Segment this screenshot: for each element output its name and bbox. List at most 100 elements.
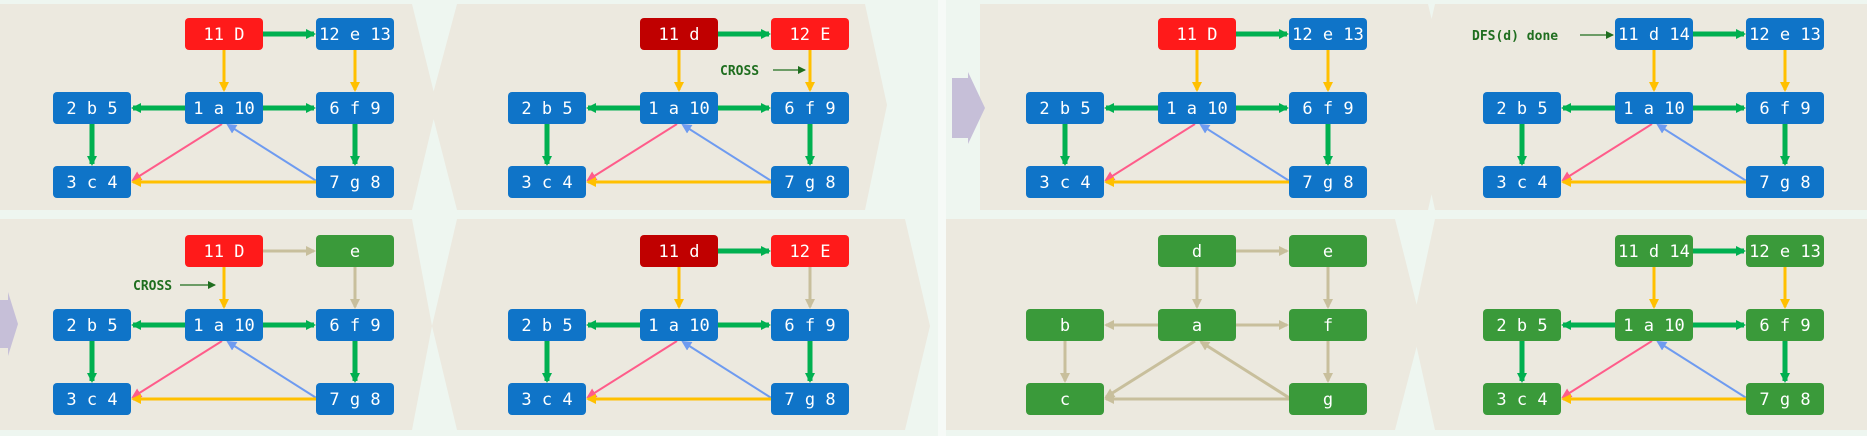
node-c-label: 3 c 4 bbox=[521, 173, 572, 193]
node-d-label: 11 d 14 bbox=[1618, 242, 1690, 262]
annotation-label: CROSS bbox=[133, 279, 172, 294]
node-a: 1 a 10 bbox=[640, 309, 718, 341]
node-f-box bbox=[316, 309, 394, 341]
node-g: 7 g 8 bbox=[316, 166, 394, 198]
node-e-box bbox=[771, 18, 849, 50]
node-c-label: 3 c 4 bbox=[1496, 173, 1547, 193]
node-f-box bbox=[316, 92, 394, 124]
node-c-label: 3 c 4 bbox=[66, 173, 117, 193]
node-d: 11 D bbox=[185, 235, 263, 267]
node-f-box bbox=[1746, 309, 1824, 341]
node-b-label: 2 b 5 bbox=[1496, 316, 1547, 336]
transition-arrow bbox=[952, 72, 985, 144]
node-a-box bbox=[1158, 309, 1236, 341]
node-c-label: c bbox=[1060, 390, 1070, 410]
node-b-box bbox=[508, 309, 586, 341]
node-f: 6 f 9 bbox=[771, 92, 849, 124]
node-f-label: 6 f 9 bbox=[1759, 316, 1810, 336]
node-e: 12 e 13 bbox=[316, 18, 394, 50]
node-g-label: 7 g 8 bbox=[1302, 173, 1353, 193]
node-b-box bbox=[53, 309, 131, 341]
node-b: 2 b 5 bbox=[508, 92, 586, 124]
node-b-label: 2 b 5 bbox=[66, 316, 117, 336]
panel-top-3: 11 D 12 e 13 2 b 5 1 a 10 6 f 9 3 c 4 7 g 8 bbox=[1026, 18, 1367, 198]
node-e: e bbox=[316, 235, 394, 267]
annotation-label: DFS(d) done bbox=[1472, 29, 1558, 44]
node-a: 1 a 10 bbox=[1615, 309, 1693, 341]
edge-g-a bbox=[1656, 340, 1749, 400]
annotation-label: CROSS bbox=[720, 64, 759, 79]
node-e-label: 12 e 13 bbox=[1292, 25, 1364, 45]
edge-a-c bbox=[586, 340, 678, 399]
node-d: 11 D bbox=[185, 18, 263, 50]
node-g-box bbox=[1289, 166, 1367, 198]
node-f: 6 f 9 bbox=[1289, 92, 1367, 124]
node-g: 7 g 8 bbox=[316, 383, 394, 415]
node-d-box bbox=[1158, 18, 1236, 50]
node-g-box bbox=[771, 166, 849, 198]
edge-a-c bbox=[1561, 123, 1653, 182]
node-b-label: 2 b 5 bbox=[521, 99, 572, 119]
edge-g-a bbox=[1199, 123, 1292, 183]
node-a-box bbox=[1615, 309, 1693, 341]
node-a: 1 a 10 bbox=[1158, 92, 1236, 124]
node-b: 2 b 5 bbox=[1483, 92, 1561, 124]
edge-g-a bbox=[226, 123, 319, 183]
node-e-box bbox=[316, 235, 394, 267]
node-f-label: 6 f 9 bbox=[329, 316, 380, 336]
node-f-label: 6 f 9 bbox=[1302, 99, 1353, 119]
node-b-label: 2 b 5 bbox=[521, 316, 572, 336]
node-a: a bbox=[1158, 309, 1236, 341]
edge-a-c bbox=[131, 340, 223, 399]
node-a-label: 1 a 10 bbox=[1166, 99, 1227, 119]
node-b-box bbox=[1026, 309, 1104, 341]
node-d: 11 D bbox=[1158, 18, 1236, 50]
node-c-label: 3 c 4 bbox=[521, 390, 572, 410]
node-f: 6 f 9 bbox=[771, 309, 849, 341]
node-c-box bbox=[1483, 166, 1561, 198]
node-a: 1 a 10 bbox=[185, 309, 263, 341]
node-d: 11 d bbox=[640, 18, 718, 50]
node-d-label: 11 D bbox=[1177, 25, 1218, 45]
node-a-label: 1 a 10 bbox=[1623, 316, 1684, 336]
node-a-box bbox=[640, 309, 718, 341]
node-g: 7 g 8 bbox=[771, 166, 849, 198]
node-c: 3 c 4 bbox=[1026, 166, 1104, 198]
node-e: 12 e 13 bbox=[1289, 18, 1367, 50]
node-c: 3 c 4 bbox=[1483, 166, 1561, 198]
edge-a-c bbox=[131, 123, 223, 182]
node-e-box bbox=[1289, 18, 1367, 50]
node-c: 3 c 4 bbox=[53, 166, 131, 198]
node-c-label: 3 c 4 bbox=[1496, 390, 1547, 410]
node-d: 11 d bbox=[640, 235, 718, 267]
node-f-label: f bbox=[1323, 316, 1333, 336]
node-b: 2 b 5 bbox=[53, 309, 131, 341]
node-f: 6 f 9 bbox=[1746, 92, 1824, 124]
node-g-label: 7 g 8 bbox=[1759, 173, 1810, 193]
node-c-label: 3 c 4 bbox=[66, 390, 117, 410]
node-d-label: 11 d bbox=[659, 25, 700, 45]
node-d: 11 d 14 bbox=[1615, 235, 1693, 267]
node-f-box bbox=[1289, 92, 1367, 124]
node-g-label: 7 g 8 bbox=[329, 390, 380, 410]
node-d-label: 11 D bbox=[204, 242, 245, 262]
node-a: 1 a 10 bbox=[1615, 92, 1693, 124]
transition-arrow bbox=[0, 292, 18, 356]
node-f-box bbox=[1289, 309, 1367, 341]
node-a: 1 a 10 bbox=[640, 92, 718, 124]
node-g-label: 7 g 8 bbox=[1759, 390, 1810, 410]
node-a-box bbox=[185, 309, 263, 341]
node-b: 2 b 5 bbox=[1026, 92, 1104, 124]
node-g-box bbox=[771, 383, 849, 415]
node-g-label: 7 g 8 bbox=[329, 173, 380, 193]
node-a-label: 1 a 10 bbox=[193, 316, 254, 336]
node-g-box bbox=[1746, 166, 1824, 198]
node-a-box bbox=[1615, 92, 1693, 124]
node-e-label: 12 e 13 bbox=[1749, 25, 1821, 45]
edge-a-c bbox=[1104, 123, 1196, 182]
node-g-box bbox=[1289, 383, 1367, 415]
